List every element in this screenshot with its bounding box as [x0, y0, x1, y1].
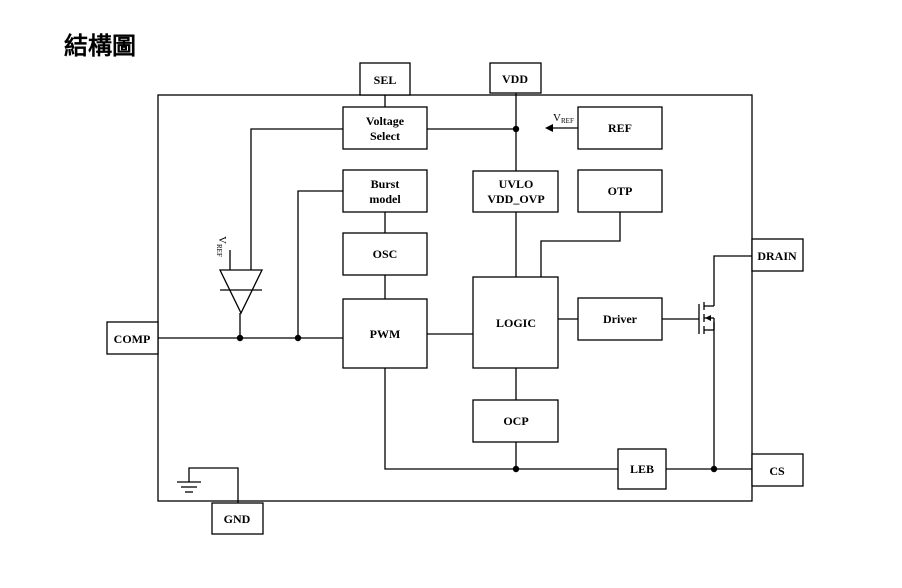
burst-model-line1: Burst — [371, 177, 400, 191]
pin-vdd: VDD — [489, 62, 542, 94]
block-ocp: OCP — [472, 399, 559, 443]
pin-cs: CS — [751, 453, 804, 487]
page-title: 結構圖 — [64, 32, 136, 60]
block-voltage-select: Voltage Select — [342, 106, 428, 150]
block-logic: LOGIC — [472, 276, 559, 369]
pin-cs-label: CS — [769, 464, 785, 478]
uvlo-line1: UVLO — [499, 177, 534, 191]
osc-label: OSC — [373, 247, 398, 261]
block-ref: REF — [577, 106, 663, 150]
voltage-select-line1: Voltage — [366, 114, 405, 128]
vref-comp-sub: REF — [215, 244, 223, 257]
vref-label-comparator: V REF — [215, 236, 228, 257]
pin-drain-label: DRAIN — [757, 249, 797, 263]
voltage-select-line2: Select — [370, 129, 400, 143]
block-osc: OSC — [342, 232, 428, 276]
block-pwm: PWM — [342, 298, 428, 369]
comparator-symbol — [218, 269, 264, 315]
ref-label: REF — [608, 121, 632, 135]
ref-arrowhead — [545, 124, 553, 132]
pin-comp-label: COMP — [114, 332, 151, 346]
block-otp: OTP — [577, 169, 663, 213]
block-driver: Driver — [577, 297, 663, 341]
pin-sel-label: SEL — [374, 73, 397, 87]
block-burst-model: Burst model — [342, 169, 428, 213]
driver-label: Driver — [603, 312, 638, 326]
pwm-label: PWM — [370, 327, 401, 341]
vref-ref-sub: REF — [561, 117, 574, 125]
pin-drain: DRAIN — [751, 238, 804, 272]
pin-sel: SEL — [359, 62, 411, 96]
pin-gnd: GND — [211, 502, 264, 535]
junction-dots — [236, 125, 718, 473]
pin-comp: COMP — [106, 321, 159, 355]
otp-label: OTP — [608, 184, 633, 198]
vref-comp-main: V — [216, 236, 228, 244]
block-leb: LEB — [617, 448, 667, 490]
leb-label: LEB — [630, 462, 654, 476]
burst-model-line2: model — [369, 192, 401, 206]
ocp-label: OCP — [503, 414, 528, 428]
pin-gnd-label: GND — [224, 512, 251, 526]
mosfet-symbol — [698, 302, 715, 334]
vref-ref-main: V — [553, 112, 561, 124]
vref-label-ref: V REF — [553, 112, 574, 125]
block-uvlo: UVLO VDD_OVP — [472, 170, 559, 213]
logic-label: LOGIC — [496, 316, 536, 330]
pin-vdd-label: VDD — [502, 72, 528, 86]
wires — [158, 93, 752, 503]
uvlo-line2: VDD_OVP — [487, 192, 544, 206]
chip-outline — [157, 94, 753, 502]
